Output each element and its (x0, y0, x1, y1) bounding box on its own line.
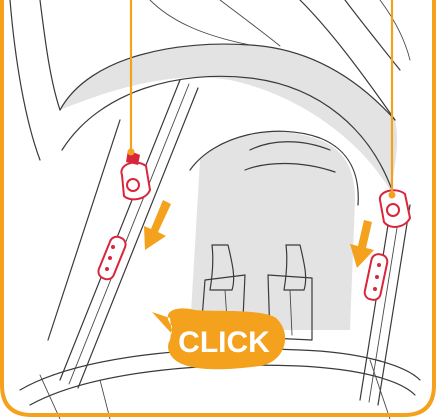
release-latch-icon-right (363, 253, 388, 301)
click-callout: CLICK (152, 308, 285, 369)
click-label: CLICK (178, 326, 270, 359)
down-arrow-icon (144, 200, 171, 250)
fold-lock-button-icon (121, 150, 150, 199)
